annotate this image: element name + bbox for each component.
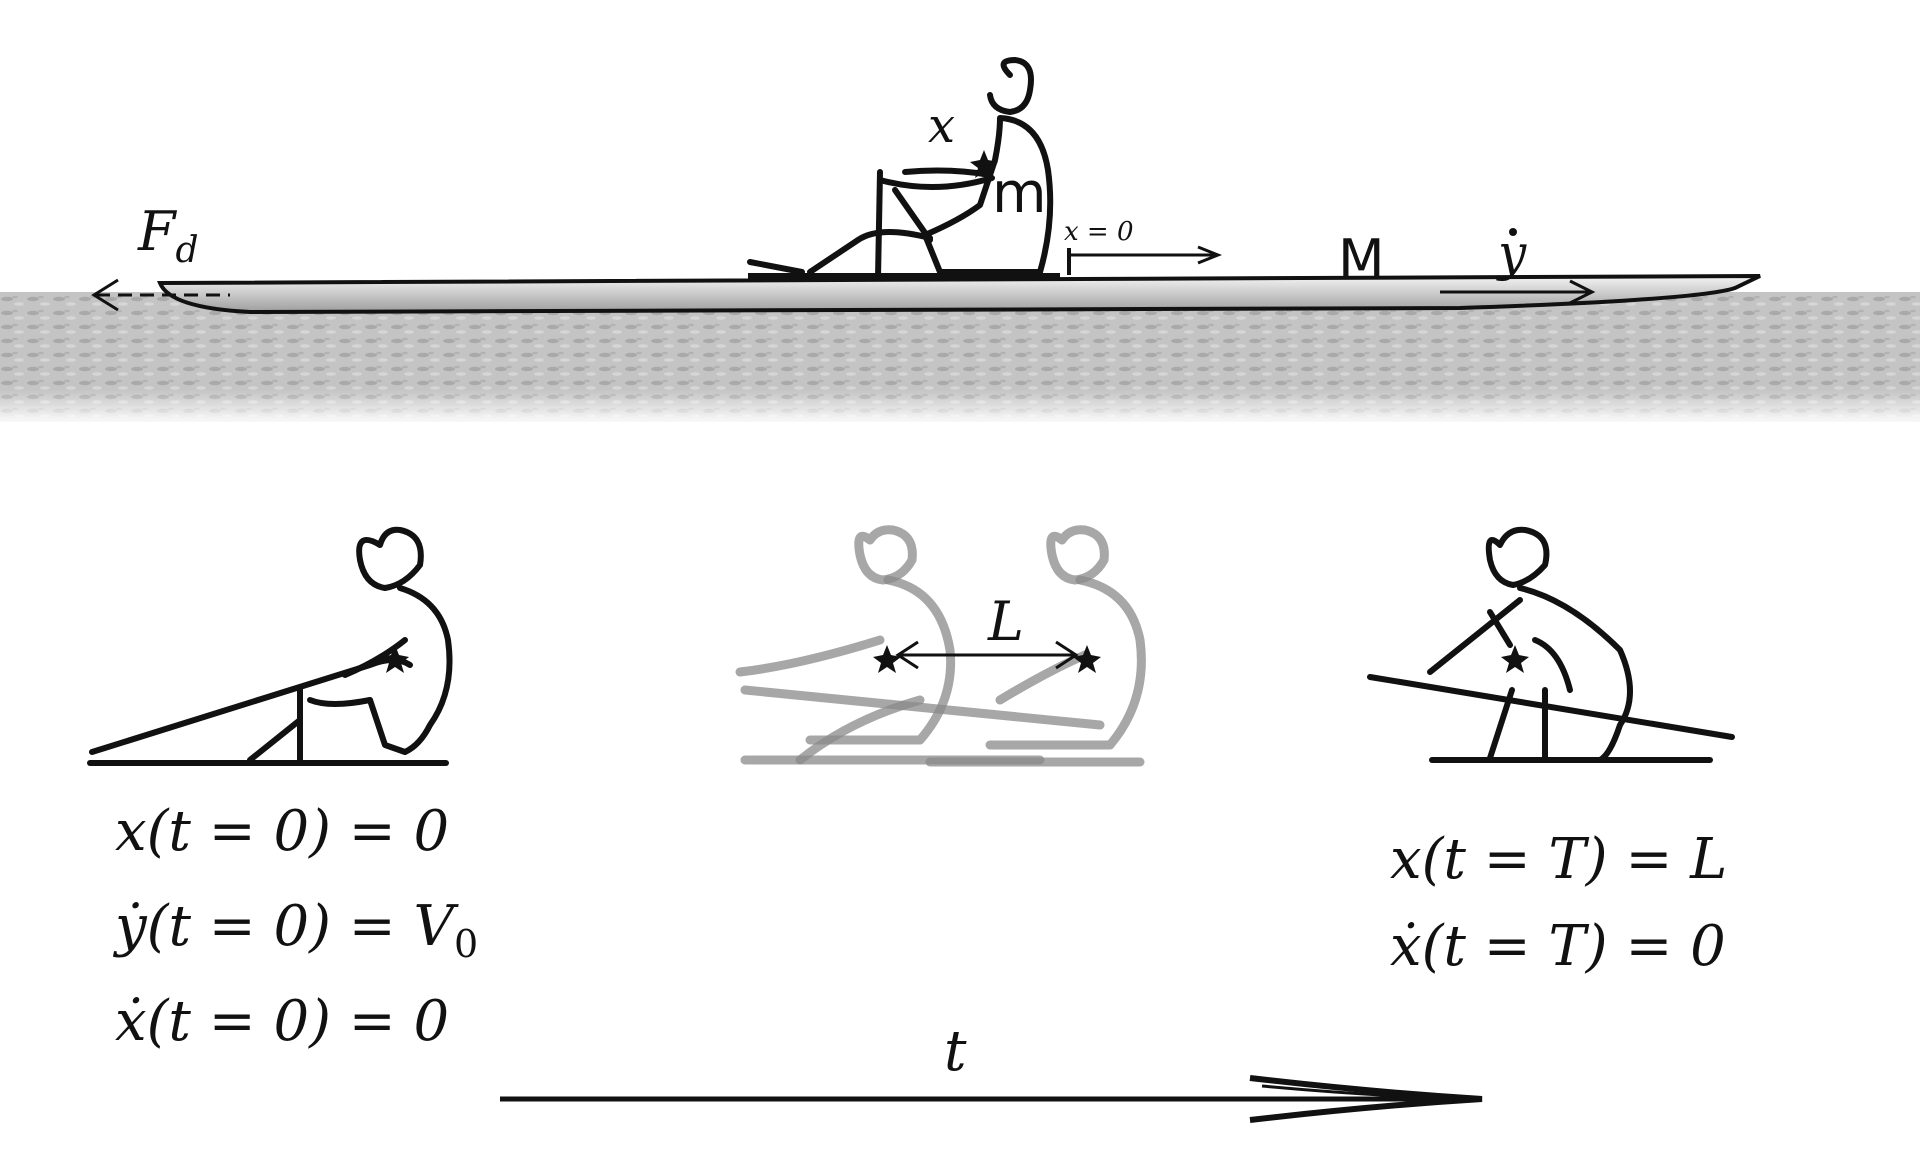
time-label: t — [944, 1019, 967, 1084]
drag-force: Fd — [91, 200, 230, 312]
top-rower — [747, 57, 1054, 281]
rower-finish-figure — [1367, 526, 1735, 763]
rower-position-label: x — [928, 98, 955, 154]
initial-condition-2: ẏ(t = 0) = V0 — [112, 894, 478, 966]
initial-conditions: x(t = 0) = 0 ẏ(t = 0) = V0 ẋ(t = 0) = 0 — [112, 799, 478, 1054]
rower-mass-star-icon — [970, 150, 998, 178]
final-conditions: x(t = T) = L ẋ(t = T) = 0 — [1390, 827, 1727, 979]
initial-condition-1: x(t = 0) = 0 — [115, 799, 449, 864]
final-condition-2: ẋ(t = T) = 0 — [1390, 914, 1726, 979]
stroke-length: L — [873, 590, 1101, 673]
ghost-star-right-icon — [1073, 645, 1101, 673]
stroke-length-label: L — [987, 590, 1024, 653]
time-arrow: t — [500, 1019, 1483, 1123]
boat-velocity: y — [1440, 224, 1596, 305]
left-star-icon — [381, 645, 409, 673]
drag-force-label: Fd — [137, 200, 199, 271]
rower-mass-label: m — [992, 161, 1047, 226]
boat-mass-label: M — [1338, 228, 1385, 291]
boat-hull — [157, 273, 1761, 315]
origin-marker: x = 0 — [1064, 217, 1223, 275]
final-condition-1: x(t = T) = L — [1390, 827, 1727, 892]
rower-stroke-ghost-figures — [735, 525, 1146, 767]
origin-label: x = 0 — [1064, 217, 1134, 247]
rower-catch-figure — [87, 526, 453, 766]
initial-condition-3: ẋ(t = 0) = 0 — [115, 989, 449, 1054]
ghost-star-left-icon — [873, 645, 901, 673]
right-star-icon — [1501, 645, 1529, 673]
